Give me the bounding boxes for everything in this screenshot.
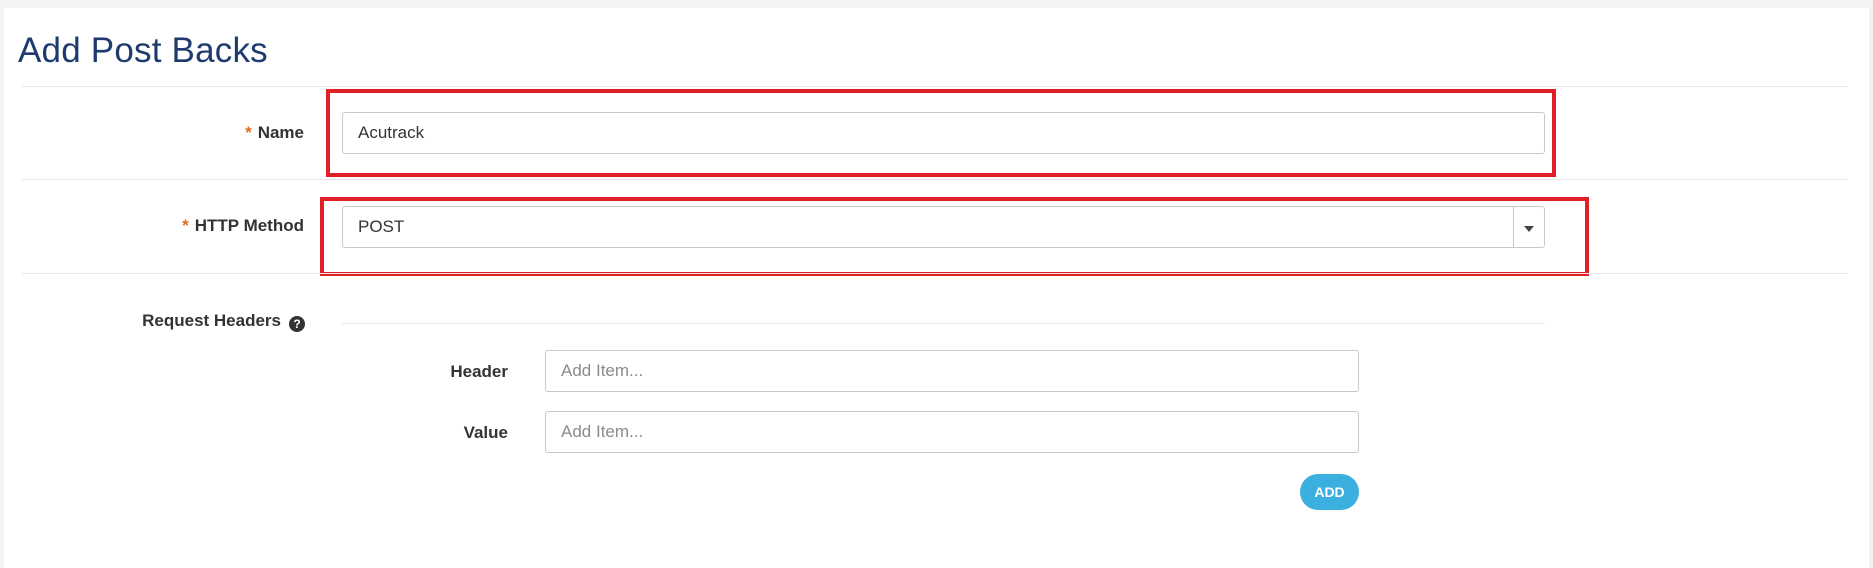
http-method-selected-value: POST [358,217,405,236]
header-label: Header [450,362,508,381]
required-marker: * [182,216,189,235]
name-input[interactable]: Acutrack [342,112,1545,154]
divider [22,179,1848,180]
http-method-label-text: HTTP Method [194,216,304,235]
add-header-button[interactable]: ADD [1300,474,1359,510]
name-highlight-box [326,89,1556,177]
header-input-placeholder: Add Item... [561,361,644,380]
form-panel [4,8,1869,568]
value-input-placeholder: Add Item... [561,422,644,441]
name-label-text: Name [257,123,304,142]
divider [22,273,1848,274]
http-method-label: * HTTP Method [182,216,304,236]
required-marker: * [245,123,252,142]
name-label: * Name [245,123,304,143]
header-input[interactable]: Add Item... [545,350,1359,392]
value-input[interactable]: Add Item... [545,411,1359,453]
page-title: Add Post Backs [18,31,268,70]
request-headers-divider [342,323,1545,324]
select-dropdown-toggle[interactable] [1513,207,1544,247]
request-headers-label-text: Request Headers [142,311,281,330]
http-method-highlight-box [320,197,1589,276]
request-headers-label: Request Headers? [142,311,305,332]
chevron-down-icon [1524,225,1534,232]
value-label: Value [463,423,508,442]
question-circle-icon[interactable]: ? [289,316,305,332]
divider [22,86,1848,87]
name-input-value: Acutrack [358,123,425,142]
http-method-select[interactable]: POST [342,206,1545,248]
